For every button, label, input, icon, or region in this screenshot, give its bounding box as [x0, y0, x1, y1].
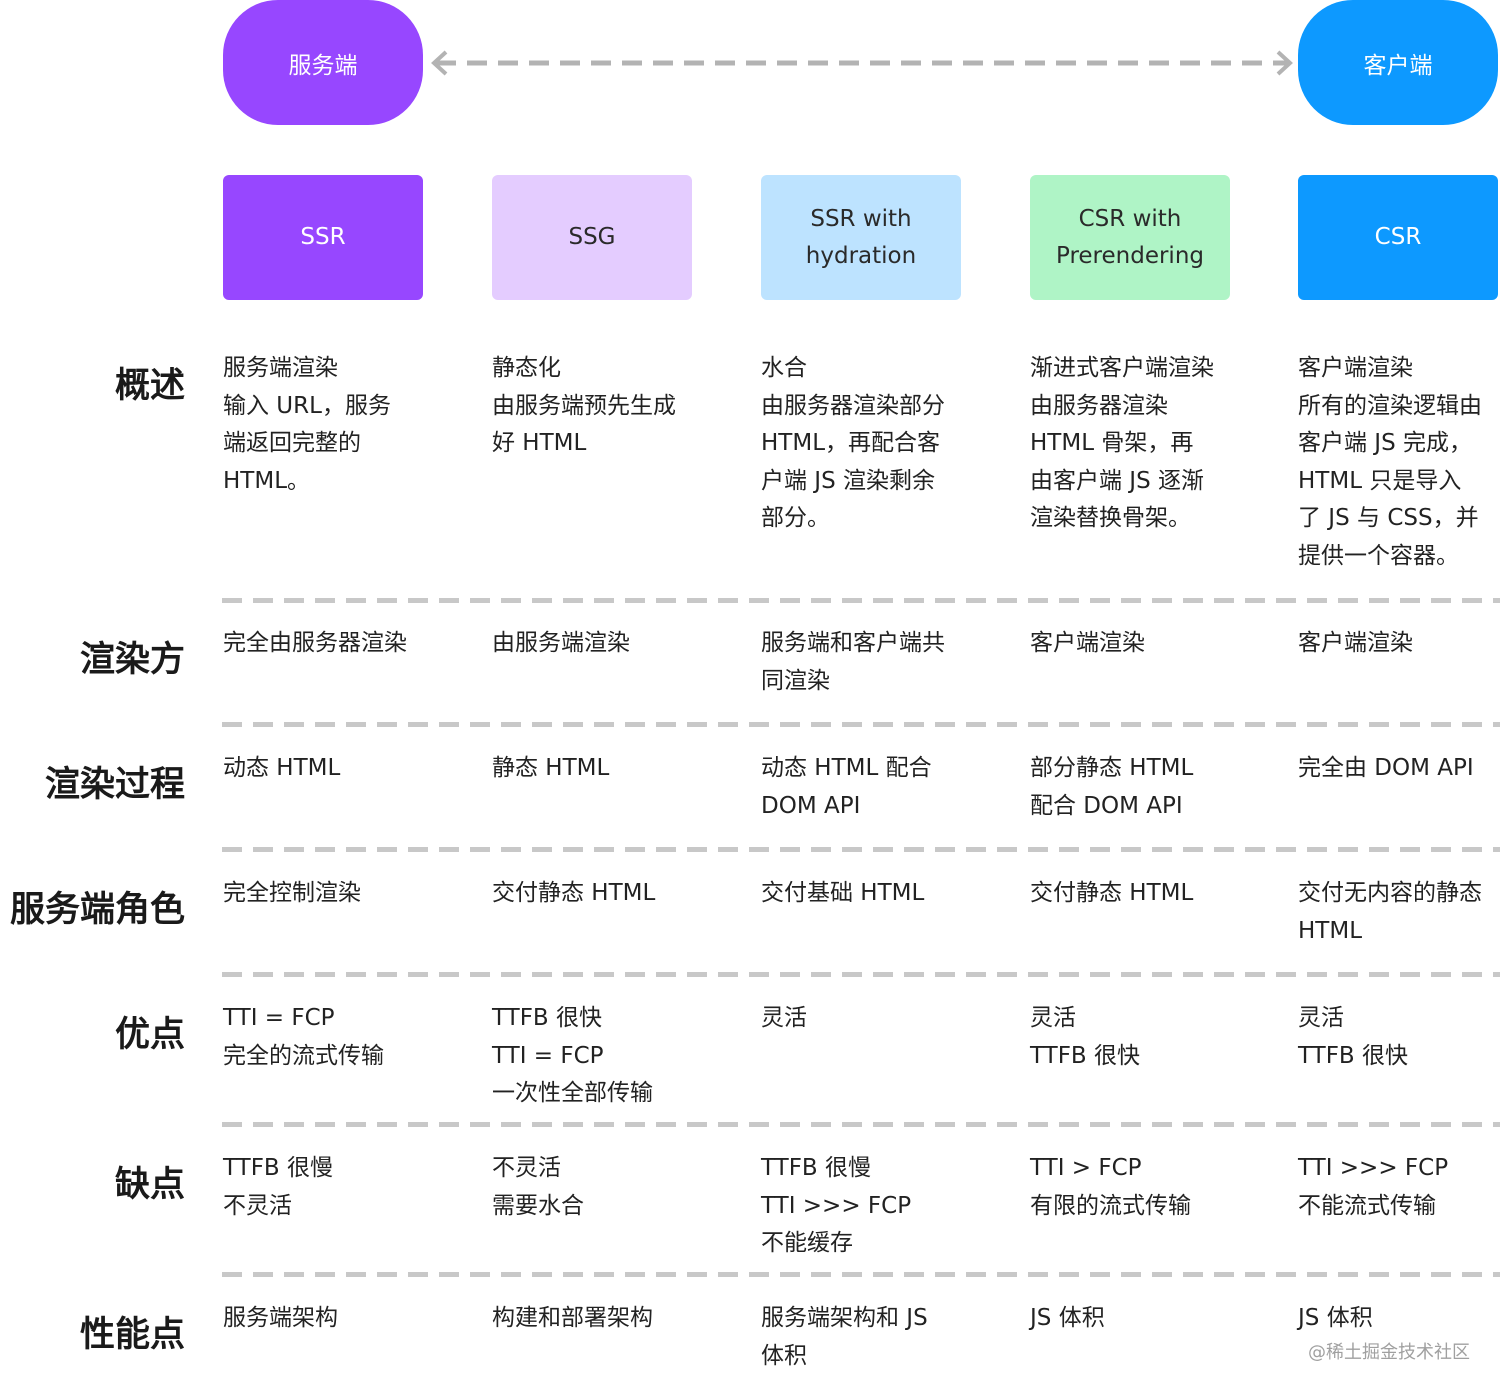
row-divider [222, 598, 1500, 603]
table-cell: 动态 HTML [223, 755, 341, 781]
mode-card-ssr: SSR [223, 175, 423, 300]
server-end-label: 服务端 [288, 52, 358, 79]
table-cell: 完全由服务器渲染 [223, 630, 407, 656]
table-cell: JS 体积 [1298, 1305, 1373, 1331]
table-cell: 构建和部署架构 [492, 1305, 653, 1331]
table-cell: 交付无内容的静态 HTML [1298, 880, 1482, 944]
table-cell: 静态化 由服务端预先生成 好 HTML [492, 355, 676, 456]
table-cell: 服务端渲染 输入 URL，服务 端返回完整的 HTML。 [223, 355, 391, 494]
table-cell: TTI >>> FCP 不能流式传输 [1298, 1155, 1449, 1219]
table-cell: 动态 HTML 配合 DOM API [761, 755, 932, 819]
mode-card-ssr-with-hydration: SSR with hydration [761, 175, 961, 300]
mode-label: SSR [300, 224, 346, 250]
table-cell: 客户端渲染 [1298, 630, 1413, 656]
table-cell: JS 体积 [1030, 1305, 1105, 1331]
table-cell: 服务端和客户端共 同渲染 [761, 630, 945, 694]
table-cell: 渐进式客户端渲染 由服务器渲染 HTML 骨架，再 由客户端 JS 逐渐 渲染替… [1030, 355, 1214, 531]
table-cell: 客户端渲染 所有的渲染逻辑由 客户端 JS 完成， HTML 只是导入 了 JS… [1298, 355, 1482, 569]
row-divider [222, 847, 1500, 852]
mode-label: SSG [568, 224, 616, 250]
row-divider [222, 972, 1500, 977]
client-end-label: 客户端 [1363, 52, 1433, 79]
mode-label: SSR with hydration [805, 205, 917, 269]
row-label: 服务端角色 [9, 890, 185, 930]
bidirectional-arrow-icon [431, 50, 1293, 76]
table-cell: 静态 HTML [492, 755, 610, 781]
mode-card-csr-with-prerendering: CSR with Prerendering [1030, 175, 1230, 300]
mode-card-csr: CSR [1298, 175, 1498, 300]
table-cell: 灵活 TTFB 很快 [1030, 1005, 1141, 1069]
table-cell: 灵活 TTFB 很快 [1298, 1005, 1409, 1069]
row-label: 渲染方 [79, 640, 185, 680]
mode-label: CSR with Prerendering [1055, 205, 1205, 269]
mode-card-ssg: SSG [492, 175, 692, 300]
table-cell: 客户端渲染 [1030, 630, 1145, 656]
row-label: 性能点 [79, 1315, 185, 1355]
table-cell: TTFB 很慢 TTI >>> FCP 不能缓存 [761, 1155, 912, 1256]
mode-label: CSR [1374, 224, 1422, 250]
table-cell: TTFB 很慢 不灵活 [223, 1155, 334, 1219]
table-cell: 交付静态 HTML [1030, 880, 1194, 906]
table-cell: 完全由 DOM API [1298, 755, 1474, 781]
table-cell: TTFB 很快 TTI = FCP 一次性全部传输 [492, 1005, 653, 1106]
row-divider [222, 1122, 1500, 1127]
table-cell: TTI > FCP 有限的流式传输 [1030, 1155, 1191, 1219]
row-label: 渲染过程 [44, 765, 185, 805]
table-cell: 完全控制渲染 [223, 880, 361, 906]
table-cell: 不灵活 需要水合 [492, 1155, 584, 1219]
row-label: 概述 [114, 366, 185, 406]
server-end-pill: 服务端 [223, 0, 423, 125]
table-cell: 水合 由服务器渲染部分 HTML，再配合客 户端 JS 渲染剩余 部分。 [761, 355, 945, 531]
row-divider [222, 722, 1500, 727]
table-cell: 由服务端渲染 [492, 630, 630, 656]
client-end-pill: 客户端 [1298, 0, 1498, 125]
row-label: 缺点 [114, 1165, 185, 1205]
table-cell: 部分静态 HTML 配合 DOM API [1030, 755, 1194, 819]
row-divider [222, 1272, 1500, 1277]
row-label: 优点 [114, 1015, 185, 1055]
table-cell: 服务端架构和 JS 体积 [761, 1305, 928, 1369]
watermark: @稀土掘金技术社区 [1308, 1342, 1470, 1363]
table-cell: 交付基础 HTML [761, 880, 925, 906]
table-cell: 交付静态 HTML [492, 880, 656, 906]
table-cell: 服务端架构 [223, 1305, 338, 1331]
table-cell: TTI = FCP 完全的流式传输 [223, 1005, 384, 1069]
table-cell: 灵活 [761, 1005, 807, 1031]
